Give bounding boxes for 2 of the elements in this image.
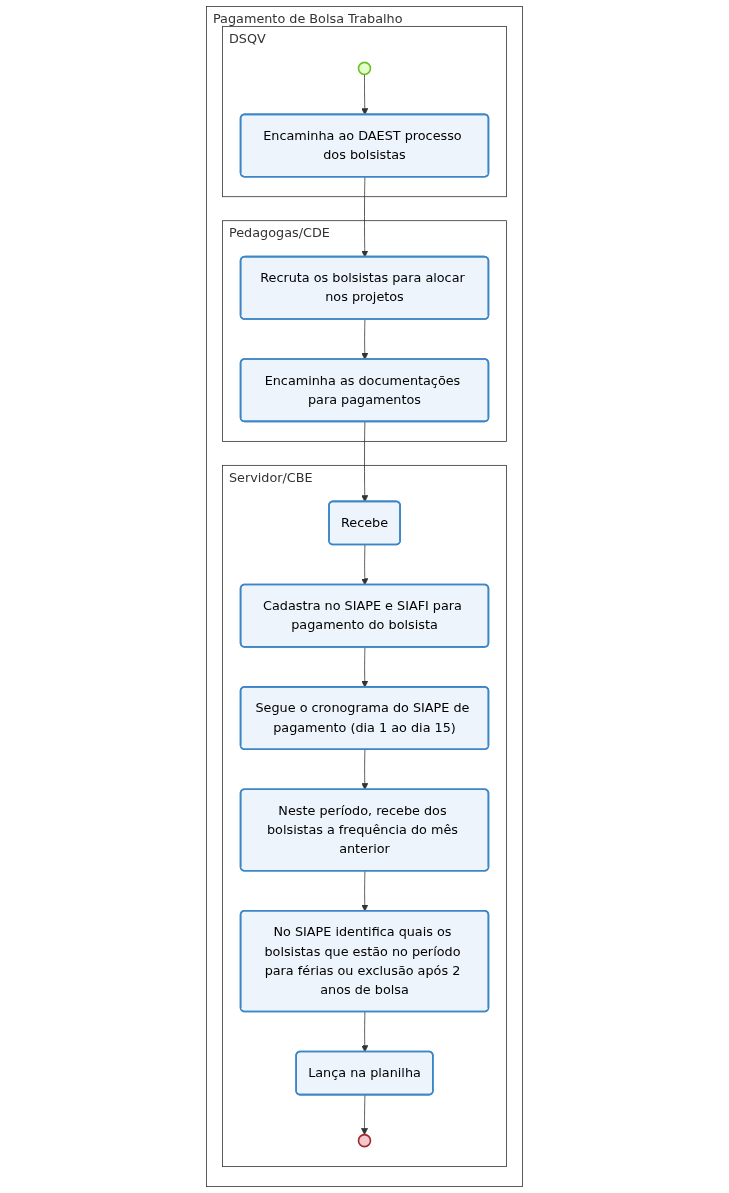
node-circle: [357, 61, 372, 76]
node-circle: [357, 1133, 372, 1148]
